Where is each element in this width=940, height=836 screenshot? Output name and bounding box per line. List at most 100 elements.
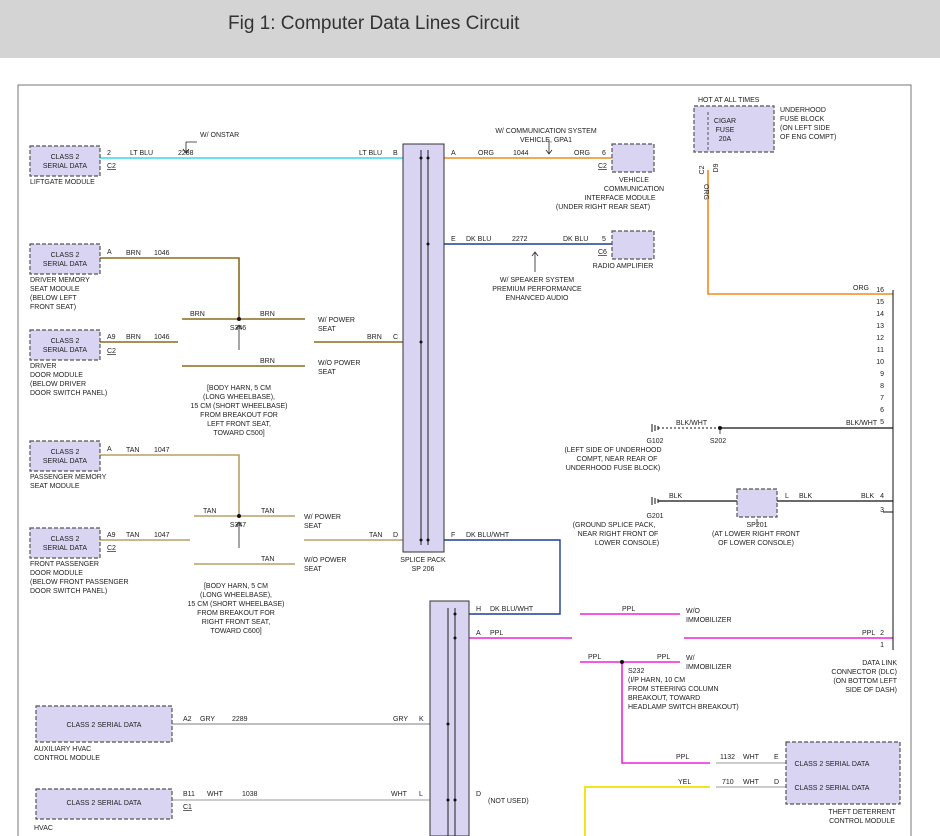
pin-pdoor: A9	[107, 532, 116, 539]
ann-s346: S346	[230, 325, 246, 332]
s202-label: S202	[710, 438, 726, 445]
conn-hvac: C1	[183, 804, 192, 811]
s232-4: HEADLAMP SWITCH BREAKOUT)	[628, 704, 739, 711]
pdoor-class2: CLASS 2	[51, 536, 80, 543]
pin-sp-a: A	[451, 150, 456, 157]
lbl-1046-2: 1046	[154, 334, 170, 341]
conn-pdoor: C2	[107, 545, 116, 552]
ddoor-l0: DRIVER	[30, 363, 56, 370]
dlc-pin-6: 6	[880, 407, 884, 414]
fuse-n0: CIGAR	[714, 118, 736, 125]
vcim-l3: (UNDER RIGHT REAR SEAT)	[556, 204, 650, 211]
lbl-blk-2: BLK	[799, 493, 813, 500]
lbl-tan-1: TAN	[126, 447, 139, 454]
pin-auxhvac: A2	[183, 716, 192, 723]
wire-ppl-theft	[621, 662, 710, 764]
pin-liftgate: 2	[107, 150, 111, 157]
wire-tan-pass-memory	[100, 454, 240, 516]
hvac-box-label: CLASS 2 SERIAL DATA	[67, 800, 142, 807]
theft-box-l1: CLASS 2 SERIAL DATA	[795, 761, 870, 768]
lbl-tan-3: TAN	[203, 508, 216, 515]
wo-immob-1: IMMOBILIZER	[686, 617, 732, 624]
sp206-node-b	[419, 156, 423, 160]
splice-pack-lower	[429, 600, 470, 836]
dmem-l0: DRIVER MEMORY	[30, 277, 90, 284]
sp206-node-c	[419, 340, 423, 344]
dmem-l2: (BELOW LEFT	[30, 295, 77, 302]
dlc-l3: SIDE OF DASH)	[845, 687, 897, 694]
dlc-pin-13: 13	[876, 323, 884, 330]
lbl-org-2: ORG	[574, 150, 590, 157]
pin-sp-e: E	[451, 236, 456, 243]
dlc-pin-5: 5	[880, 419, 884, 426]
pdoor-l3: DOOR SWITCH PANEL)	[30, 588, 107, 595]
dmem-class2: CLASS 2	[51, 252, 80, 259]
pin-sp-b: B	[393, 150, 398, 157]
lbl-1046-1: 1046	[154, 250, 170, 257]
pin-dmem: A	[107, 249, 112, 256]
sp2-node-h	[453, 612, 457, 616]
splice-s347	[237, 514, 241, 518]
driver-memory-box	[29, 243, 101, 275]
vcim-l1: COMMUNICATION	[604, 186, 664, 193]
auxhvac-l1: CONTROL MODULE	[34, 755, 100, 762]
g201-2: NEAR RIGHT FRONT OF	[578, 531, 659, 538]
g201-1: (GROUND SPLICE PACK,	[573, 522, 656, 529]
lbl-wht-2: WHT	[391, 791, 408, 798]
pin-pmem: A	[107, 446, 112, 453]
pmem-l0: PASSENGER MEMORY	[30, 474, 107, 481]
pdoor-l1: DOOR MODULE	[30, 570, 83, 577]
c500-1: (LONG WHEELBASE),	[203, 394, 275, 401]
lbl-yel: YEL	[678, 779, 691, 786]
sp2-node-l	[446, 798, 450, 802]
dlc-pin-12: 12	[876, 335, 884, 342]
c500-2: 15 CM (SHORT WHEELBASE)	[191, 403, 288, 410]
lbl-2272: 2272	[512, 236, 528, 243]
lbl-blk-3: BLK	[861, 493, 875, 500]
lbl-lt-blu-2: LT BLU	[359, 150, 382, 157]
dlc-pin-15: 15	[876, 299, 884, 306]
dlc-l0: DATA LINK	[862, 660, 897, 667]
g201-0: G201	[646, 513, 663, 520]
lbl-710: 710	[722, 779, 734, 786]
auxhvac-l0: AUXILIARY HVAC	[34, 746, 91, 753]
lbl-wht-t2: WHT	[743, 779, 760, 786]
pass-door-box	[29, 527, 101, 559]
lbl-ppl-5: PPL	[862, 630, 875, 637]
c600-1: (LONG WHEELBASE),	[200, 592, 272, 599]
c600-3: FROM BREAKOUT FOR	[197, 610, 275, 617]
lbl-brn-5: BRN	[260, 358, 275, 365]
ann-wps-1: SEAT	[318, 326, 336, 333]
ann-comm-0: W/ COMMUNICATION SYSTEM	[495, 128, 597, 135]
conn-ddoor: C2	[107, 348, 116, 355]
sp206-l1: SP 206	[412, 566, 435, 573]
pin-sp2-d: D	[476, 791, 481, 798]
fuse-b0: UNDERHOOD	[780, 107, 826, 114]
pdoor-l2: (BELOW FRONT PASSENGER	[30, 579, 129, 586]
ddoor-l2: (BELOW DRIVER	[30, 381, 86, 388]
pin-theft-d: D	[774, 779, 779, 786]
lbl-brn-1: BRN	[126, 250, 141, 257]
ann-onstar: W/ ONSTAR	[200, 132, 239, 139]
dlc-l1: CONNECTOR (DLC)	[831, 669, 897, 676]
splice-s346	[237, 317, 241, 321]
lbl-org-1: ORG	[478, 150, 494, 157]
fuse-b2: (ON LEFT SIDE	[780, 125, 830, 132]
wire-yel	[584, 786, 710, 836]
pdoor-l0: FRONT PASSENGER	[30, 561, 99, 568]
c500-4: LEFT FRONT SEAT,	[207, 421, 271, 428]
ann-speaker-0: W/ SPEAKER SYSTEM	[500, 277, 574, 284]
figure-title: Fig 1: Computer Data Lines Circuit	[228, 13, 520, 34]
ann-s347: S347	[230, 522, 246, 529]
pin-sp-c: C	[393, 334, 398, 341]
wire-brn-driver-memory	[100, 257, 240, 319]
g201-3: LOWER CONSOLE)	[595, 540, 659, 547]
hvac-box	[35, 788, 173, 820]
dmem-l1: SEAT MODULE	[30, 286, 80, 293]
dlc-pin-7: 7	[880, 395, 884, 402]
lbl-1047-2: 1047	[154, 532, 170, 539]
theft-module-box	[785, 741, 901, 805]
dlc-pin-11: 11	[877, 347, 884, 354]
theft-l1: CONTROL MODULE	[829, 818, 895, 825]
